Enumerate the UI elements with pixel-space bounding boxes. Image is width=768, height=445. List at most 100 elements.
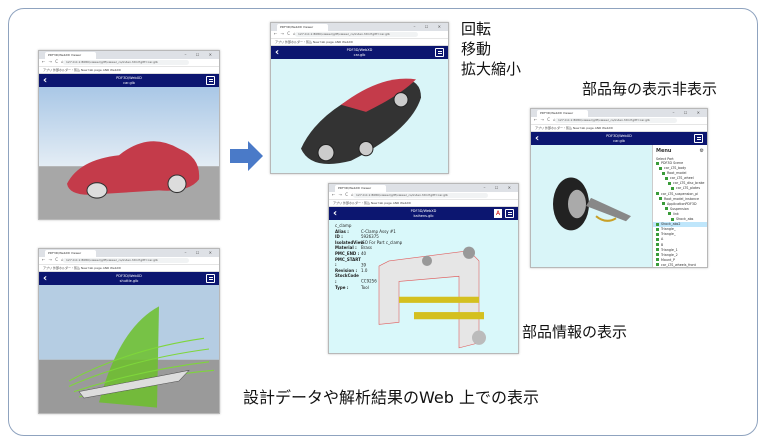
tree-item[interactable]: Mount_P: [653, 258, 707, 263]
browser-window-part-info: PDF3D/WebXD Viewer – ☐ ✕ ← → C ⌂ 127.0.0…: [328, 183, 519, 354]
visibility-checkbox[interactable]: [662, 171, 665, 175]
visibility-checkbox[interactable]: [656, 248, 659, 252]
part-info-row: PMC_START :39: [335, 256, 367, 268]
tree-item[interactable]: link: [653, 212, 707, 217]
browser-tab-bar: PDF3D/WebXD Viewer – ☐ ✕: [39, 51, 219, 59]
bookmarks-bar[interactable]: アプリ 外部ホルダー・覧込 New tab page ANR WebXD: [39, 265, 219, 272]
car-model: [67, 141, 200, 195]
gear-icon[interactable]: ⚙: [699, 148, 704, 154]
tree-item[interactable]: car_LTS_body: [653, 166, 707, 171]
tree-item[interactable]: Triangle_: [653, 227, 707, 232]
hamburger-menu-icon[interactable]: [505, 209, 514, 218]
bookmarks-bar[interactable]: アプリ 外部ホルダー・覧込 New tab page ANR WebXD: [329, 200, 518, 207]
visibility-checkbox[interactable]: [656, 232, 659, 236]
menu-title: Menu: [656, 148, 672, 154]
visibility-checkbox[interactable]: [671, 217, 674, 221]
visibility-checkbox[interactable]: [665, 176, 668, 180]
window-controls[interactable]: – ☐ ✕: [672, 110, 704, 115]
browser-tab[interactable]: PDF3D/WebXD Viewer: [45, 52, 96, 59]
part-info-row: Material :Brass: [335, 245, 373, 251]
nav-buttons[interactable]: ← → C ⌂: [534, 117, 557, 122]
nav-buttons[interactable]: ← → C ⌂: [274, 31, 297, 36]
back-arrow-icon[interactable]: ‹: [333, 208, 338, 219]
url-input[interactable]: 127.0.0.1:8080/viewer/gltf/viewer_cs/ind…: [353, 193, 488, 198]
nav-buttons[interactable]: ← → C ⌂: [332, 192, 355, 197]
visibility-checkbox[interactable]: [671, 186, 674, 190]
url-input[interactable]: 127.0.0.1:8080/viewer/gltf/viewer_cs/ind…: [63, 60, 189, 65]
window-controls[interactable]: – ☐ ✕: [184, 52, 216, 57]
tree-item[interactable]: ApplicationPDF3D: [653, 202, 707, 207]
tree-item[interactable]: B: [653, 243, 707, 248]
3d-viewport[interactable]: [271, 59, 448, 173]
tree-item[interactable]: Shock_abs: [653, 217, 707, 222]
tree-item[interactable]: Root_model: [653, 171, 707, 176]
url-input[interactable]: 127.0.0.1:8080/viewer/gltf/viewer_cs/ind…: [555, 118, 677, 123]
bookmarks-bar[interactable]: アプリ 外部ホルダー・覧込 New tab page ANR WebXD: [531, 125, 707, 132]
hamburger-menu-icon[interactable]: [694, 134, 703, 143]
nav-buttons[interactable]: ← → C ⌂: [42, 59, 65, 64]
pdf-icon[interactable]: A: [494, 209, 502, 218]
tree-item[interactable]: Triangle_1: [653, 248, 707, 253]
tree-item[interactable]: Triangle_2: [653, 253, 707, 258]
visibility-checkbox[interactable]: [656, 243, 659, 246]
tree-item[interactable]: A: [653, 237, 707, 242]
nav-buttons[interactable]: ← → C ⌂: [42, 257, 65, 262]
visibility-checkbox[interactable]: [656, 161, 659, 165]
3d-viewport[interactable]: [39, 87, 219, 219]
bookmarks-bar[interactable]: アプリ 外部ホルダー・覧込 New tab page ANR WebXD: [271, 39, 448, 46]
tree-item[interactable]: Suspension: [653, 207, 707, 212]
browser-tab-bar: PDF3D/WebXD Viewer – ☐ ✕: [271, 23, 448, 31]
url-input[interactable]: 127.0.0.1:8080/viewer/gltf/viewer_cs/ind…: [295, 32, 418, 37]
url-input[interactable]: 127.0.0.1:8080/viewer/gltf/viewer_cs/ind…: [63, 258, 189, 263]
browser-tab[interactable]: PDF3D/WebXD Viewer: [537, 110, 588, 117]
visibility-checkbox[interactable]: [656, 258, 659, 262]
window-controls[interactable]: – ☐ ✕: [483, 185, 515, 190]
visibility-checkbox[interactable]: [668, 212, 671, 216]
browser-tab[interactable]: PDF3D/WebXD Viewer: [277, 24, 328, 31]
tree-item[interactable]: Shock_abs2: [653, 222, 707, 228]
tree-item[interactable]: car_LTS_wheel: [653, 176, 707, 181]
tree-item[interactable]: Triangle_: [653, 232, 707, 237]
visibility-checkbox[interactable]: [656, 227, 659, 231]
window-controls[interactable]: – ☐ ✕: [184, 250, 216, 255]
hamburger-menu-icon[interactable]: [435, 48, 444, 57]
address-bar: ← → C ⌂ 127.0.0.1:8080/viewer/gltf/viewe…: [531, 117, 707, 125]
visibility-checkbox[interactable]: [668, 181, 671, 185]
tree-item[interactable]: car_LTS_plates: [653, 186, 707, 191]
tree-item[interactable]: car_LTS_suspension_pi: [653, 192, 707, 197]
browser-window-part-visibility: PDF3D/WebXD Viewer – ☐ ✕ ← → C ⌂ 127.0.0…: [530, 108, 708, 268]
visibility-checkbox[interactable]: [656, 263, 659, 267]
back-arrow-icon[interactable]: ‹: [43, 273, 48, 284]
hamburger-menu-icon[interactable]: [206, 76, 215, 85]
browser-tab[interactable]: PDF3D/WebXD Viewer: [45, 250, 96, 257]
file-name: car.glb: [613, 139, 625, 143]
tree-item[interactable]: car_LTS_wheels_front: [653, 263, 707, 267]
visibility-checkbox[interactable]: [656, 237, 659, 241]
back-arrow-icon[interactable]: ‹: [275, 47, 280, 58]
visibility-checkbox[interactable]: [659, 197, 662, 201]
tree-item[interactable]: car_LTS_disc_brake: [653, 181, 707, 186]
visibility-checkbox[interactable]: [662, 202, 665, 206]
visibility-checkbox[interactable]: [656, 222, 659, 226]
visibility-checkbox[interactable]: [665, 207, 668, 211]
select-part-label: Select Part: [656, 157, 674, 161]
browser-window-simulation: PDF3D/WebXD Viewer – ☐ ✕ ← → C ⌂ 127.0.0…: [38, 248, 220, 414]
visibility-checkbox[interactable]: [656, 192, 659, 196]
tree-item[interactable]: PDF3D Scene: [653, 161, 707, 166]
back-arrow-icon[interactable]: ‹: [535, 133, 540, 144]
visibility-checkbox[interactable]: [656, 253, 659, 257]
bookmarks-bar[interactable]: アプリ 外部ホルダー・覧込 New tab page ANR WebXD: [39, 67, 219, 74]
hamburger-menu-icon[interactable]: [206, 274, 215, 283]
3d-viewport[interactable]: [39, 285, 219, 413]
back-arrow-icon[interactable]: ‹: [43, 75, 48, 86]
file-name: car.glb: [353, 53, 366, 57]
window-controls[interactable]: – ☐ ✕: [413, 24, 445, 29]
visibility-checkbox[interactable]: [659, 166, 662, 170]
tree-item[interactable]: Root_model_instance: [653, 197, 707, 202]
browser-tab[interactable]: PDF3D/WebXD Viewer: [335, 185, 386, 192]
browser-tab-bar: PDF3D/WebXD Viewer – ☐ ✕: [39, 249, 219, 257]
